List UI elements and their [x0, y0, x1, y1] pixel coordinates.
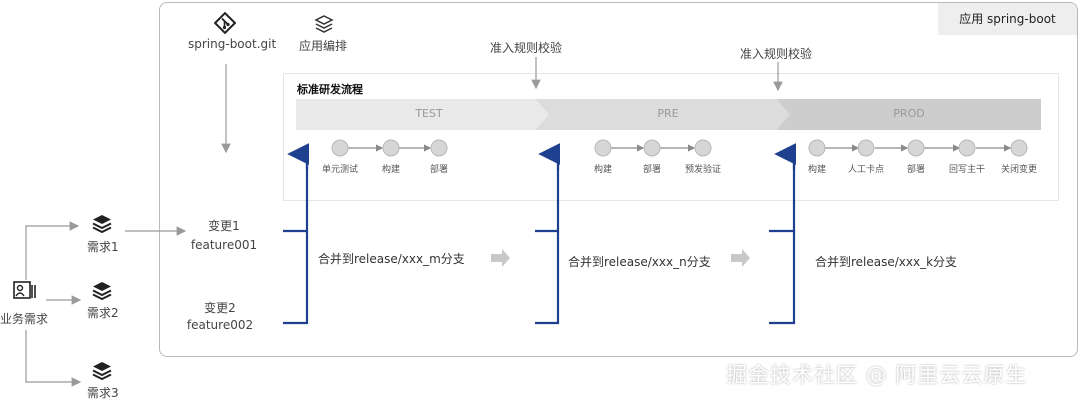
merge-bracket-3: [769, 143, 797, 325]
stage-pre-name: PRE: [657, 107, 679, 120]
test-steps: [331, 139, 448, 157]
layers-icon: [314, 15, 334, 33]
step-label: 部署: [642, 165, 661, 175]
flow-title: 标准研发流程: [297, 83, 363, 96]
step-node: [694, 139, 712, 157]
watermark: 掘金技术社区 @ 阿里云云原生: [726, 363, 1028, 387]
change-2-title: 变更2: [204, 301, 236, 315]
layers-icon: [92, 215, 112, 234]
merge-bracket-1: [283, 143, 310, 325]
stage-test-chevron: [296, 99, 549, 130]
step-label: 人工卡点: [847, 165, 884, 175]
step-label: 构建: [807, 165, 826, 175]
step-label: 关闭变更: [1000, 165, 1037, 175]
merge-label-3: 合并到release/xxx_k分支: [815, 255, 958, 269]
stage-prod-name: PROD: [893, 107, 925, 120]
requirement-1-label: 需求1: [87, 240, 119, 254]
orchestration-label: 应用编排: [299, 39, 348, 53]
repo-label: spring-boot.git: [188, 37, 277, 51]
next-stage-arrow-2: [731, 249, 750, 267]
step-node: [594, 139, 612, 157]
step-label: 构建: [381, 165, 400, 175]
git-icon: [214, 12, 236, 34]
step-node: [1010, 139, 1028, 157]
merge-label-1: 合并到release/xxx_m分支: [318, 252, 465, 266]
layers-icon: [92, 362, 112, 381]
stage-test-name: TEST: [415, 107, 443, 120]
stage-prod-chevron: [776, 99, 1041, 130]
merge-bracket-2: [535, 143, 561, 325]
step-node: [857, 139, 875, 157]
change-1-branch: feature001: [190, 238, 258, 252]
app-tag: 应用 spring-boot: [938, 3, 1077, 35]
business-requirement-label: 业务需求: [0, 312, 49, 326]
step-node: [958, 139, 976, 157]
change-1-title: 变更1: [208, 219, 240, 233]
next-stage-arrow-1: [491, 249, 510, 267]
admission-check-label-2: 准入规则校验: [740, 47, 813, 61]
prod-steps: [808, 139, 1028, 157]
merge-label-2: 合并到release/xxx_n分支: [568, 255, 711, 269]
business-to-req1: [25, 221, 80, 280]
step-node: [808, 139, 826, 157]
step-node: [643, 139, 661, 157]
step-label: 单元测试: [321, 165, 358, 175]
layers-icon: [92, 282, 112, 301]
step-label: 构建: [593, 165, 612, 175]
requirement-2-label: 需求2: [87, 306, 119, 320]
business-to-req3: [25, 330, 82, 387]
step-node: [430, 139, 448, 157]
stage-pre-chevron: [535, 99, 790, 130]
change-2-branch: feature002: [186, 318, 254, 332]
requirement-3-label: 需求3: [87, 386, 119, 400]
admission-check-label-1: 准入规则校验: [490, 41, 563, 55]
step-label: 部署: [906, 165, 925, 175]
step-label: 预发验证: [684, 165, 721, 175]
business-requirement-icon: [13, 281, 36, 299]
step-node: [382, 139, 400, 157]
pre-steps: [594, 139, 712, 157]
step-node: [907, 139, 925, 157]
step-label: 回写主干: [948, 165, 985, 175]
flow-panel: [283, 73, 1059, 201]
stage-bar: [296, 99, 1041, 130]
step-node: [331, 139, 349, 157]
step-label: 部署: [429, 165, 448, 175]
